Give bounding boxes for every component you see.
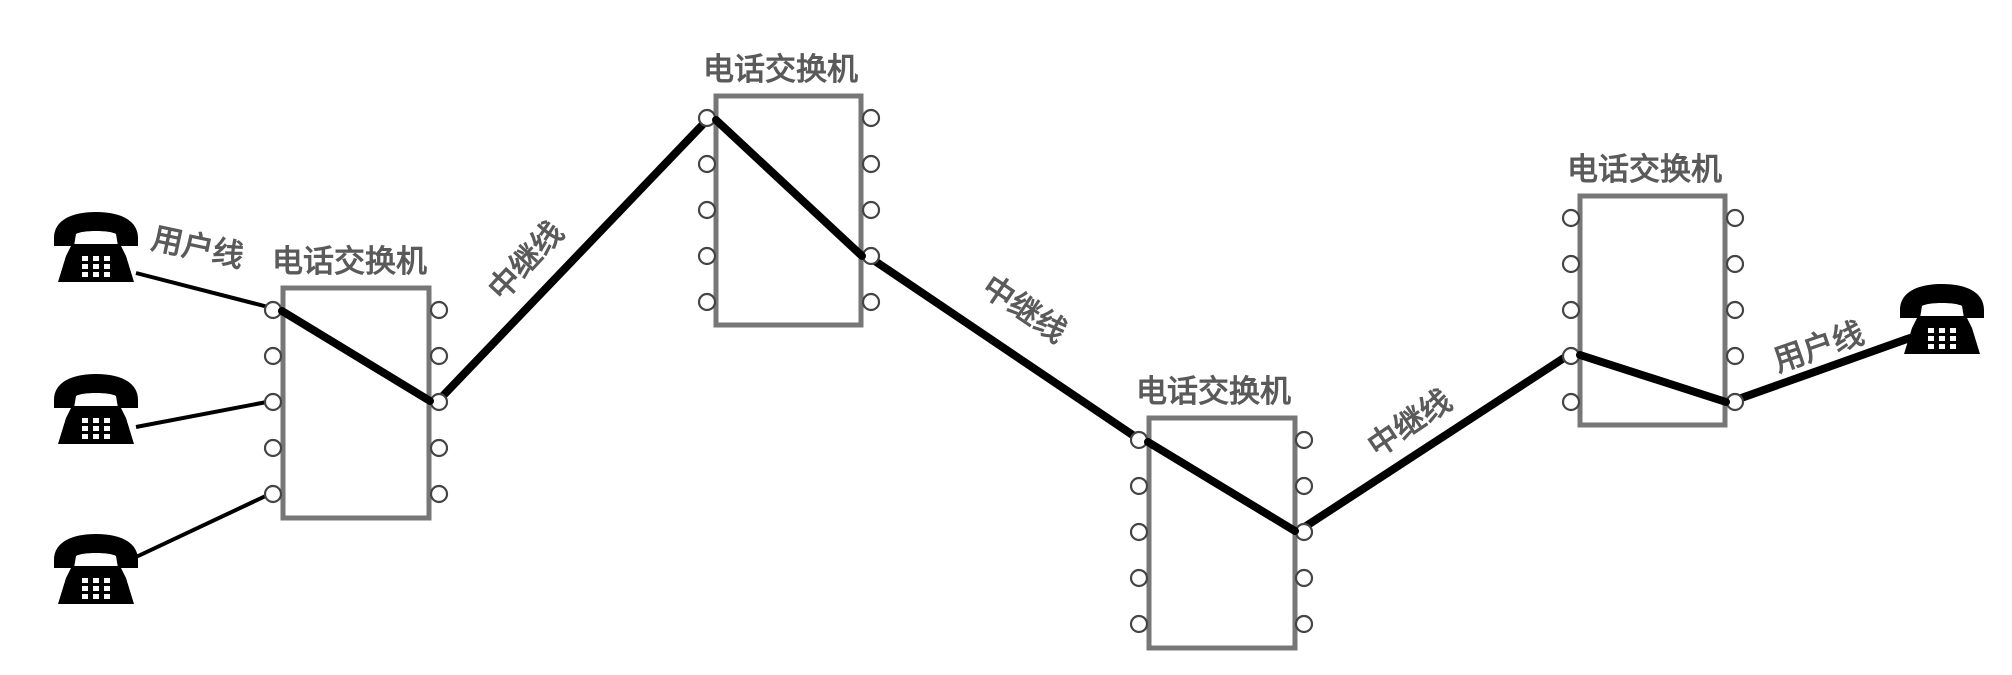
internal-connection — [1576, 351, 1730, 406]
telephone-switch — [1561, 193, 1745, 428]
user-line-label: 用户线 — [148, 221, 246, 276]
switch-ports — [263, 300, 449, 504]
switch-box — [713, 93, 864, 328]
switch-box — [1577, 193, 1728, 428]
internal-connection — [1144, 438, 1299, 535]
telephone-icon — [54, 534, 138, 604]
user-line — [135, 399, 273, 429]
trunk-line-label: 中继线 — [1361, 383, 1458, 465]
internal-connection — [278, 307, 434, 405]
trunk-line — [865, 253, 1144, 444]
telephone-icon — [1900, 284, 1984, 354]
switch-label: 电话交换机 — [1136, 374, 1291, 410]
telephone-switch — [1129, 415, 1314, 651]
switch-ports — [1129, 430, 1314, 634]
user-line — [135, 491, 273, 559]
trunk-line — [1296, 350, 1574, 534]
user-line — [1726, 334, 1914, 406]
switch-ports — [697, 108, 881, 312]
trunk-line-label: 中继线 — [482, 215, 572, 308]
switch-label: 电话交换机 — [272, 244, 427, 280]
internal-connection — [712, 116, 866, 260]
trunk-line — [434, 114, 713, 405]
switch-label: 电话交换机 — [703, 52, 858, 88]
switch-label: 电话交换机 — [1567, 152, 1722, 188]
telephone-switch — [697, 93, 881, 328]
telephone-icon — [54, 374, 138, 444]
telephone-icon — [54, 212, 138, 282]
telephone-switch — [263, 285, 449, 521]
user-line — [135, 271, 273, 310]
